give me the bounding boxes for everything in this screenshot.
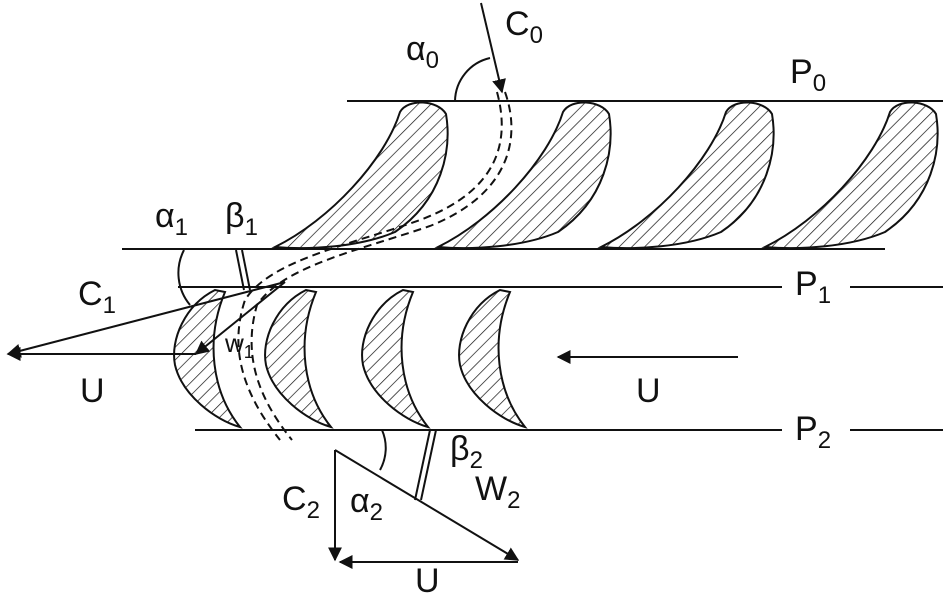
c1-label: C1 xyxy=(78,275,116,319)
u-bottom-label: U xyxy=(415,562,440,594)
w2-label: W2 xyxy=(475,470,520,514)
stator-blade xyxy=(597,101,775,250)
rotor-blade xyxy=(458,288,528,429)
alpha0-label: α0 xyxy=(406,30,439,74)
flow-streamline xyxy=(237,91,503,441)
beta2-marker xyxy=(414,429,431,501)
beta2-marker-2 xyxy=(420,429,437,501)
rotor-blade xyxy=(361,288,431,429)
w1-vector xyxy=(194,281,286,355)
p1-label: P1 xyxy=(795,265,831,309)
stator-blade-row xyxy=(271,101,939,250)
c1-vector xyxy=(6,281,286,358)
w1-label: w1 xyxy=(224,328,254,362)
flow-streamline-2 xyxy=(250,91,513,441)
c0-vector xyxy=(480,2,506,94)
beta1-marker-2 xyxy=(241,249,251,291)
p0-label: P0 xyxy=(790,53,826,97)
u-rotor-label: U xyxy=(636,372,661,410)
c2-label: C2 xyxy=(282,480,320,524)
beta1-label: β1 xyxy=(225,197,258,241)
u-left-label: U xyxy=(80,372,105,410)
stator-blade xyxy=(761,101,939,250)
w2-vector xyxy=(334,449,520,561)
stator-blade xyxy=(271,101,449,250)
rotor-blade xyxy=(173,288,243,429)
beta1-marker xyxy=(235,249,245,291)
c0-label: C0 xyxy=(505,5,543,49)
beta2-label: β2 xyxy=(450,430,483,474)
alpha2-angle-arc xyxy=(379,429,387,471)
alpha1-angle-arc xyxy=(177,249,191,306)
rotor-blade-row xyxy=(173,288,528,429)
alpha1-label: α1 xyxy=(155,197,188,241)
alpha0-angle-arc xyxy=(454,57,491,102)
rotor-blade xyxy=(264,288,334,429)
alpha2-label: α2 xyxy=(350,482,383,526)
stator-blade xyxy=(434,101,612,250)
p2-label: P2 xyxy=(795,410,831,454)
